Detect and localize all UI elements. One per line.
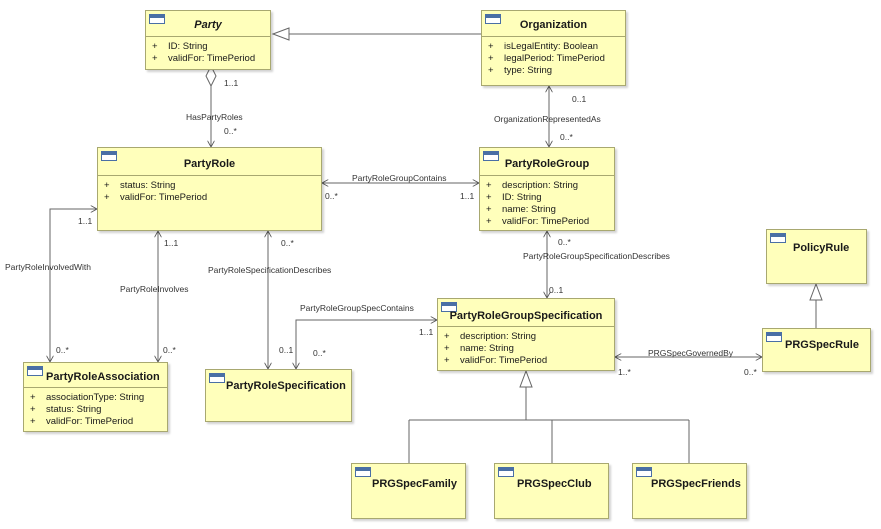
attribute: +status: String	[30, 404, 102, 415]
attribute: +name: String	[486, 204, 556, 215]
class-party[interactable]: Party +ID: String +validFor: TimePeriod	[145, 10, 271, 70]
attribute: +ID: String	[152, 41, 208, 52]
class-name: PRGSpecFriends	[651, 478, 741, 490]
class-policy-rule[interactable]: PolicyRule	[766, 229, 867, 284]
class-name: PolicyRule	[793, 242, 850, 254]
attribute: +ID: String	[486, 192, 542, 203]
class-party-role-group-specification[interactable]: PartyRoleGroupSpecification +description…	[437, 298, 615, 371]
class-prg-spec-friends[interactable]: PRGSpecFriends	[632, 463, 747, 519]
multiplicity: 0..*	[224, 126, 237, 136]
class-name: PartyRoleAssociation	[46, 371, 160, 383]
attribute: +type: String	[488, 65, 553, 76]
class-name: PartyRoleGroupSpecification	[449, 310, 603, 322]
multiplicity: 0..1	[279, 345, 294, 355]
class-party-role-specification[interactable]: PartyRoleSpecification	[205, 369, 352, 422]
class-name: PRGSpecFamily	[372, 478, 457, 490]
attribute: +status: String	[104, 180, 176, 191]
class-name: PartyRoleGroup	[504, 158, 590, 170]
multiplicity: 0..*	[313, 348, 326, 358]
multiplicity: 1..1	[164, 238, 179, 248]
class-icon	[766, 332, 782, 342]
association-label: PRGSpecGovernedBy	[648, 348, 734, 358]
class-icon	[209, 373, 225, 383]
multiplicity: 1..1	[224, 78, 239, 88]
class-icon	[355, 467, 371, 477]
attribute: +validFor: TimePeriod	[444, 355, 548, 366]
class-name: PRGSpecRule	[785, 339, 859, 351]
attribute: +name: String	[444, 343, 514, 354]
association-label: PartyRoleSpecificationDescribes	[208, 265, 332, 275]
class-prg-spec-rule[interactable]: PRGSpecRule	[762, 328, 871, 372]
association-label: PartyRoleInvolves	[120, 284, 189, 294]
class-icon	[441, 302, 457, 312]
class-icon	[149, 14, 165, 24]
multiplicity: 0..1	[549, 285, 564, 295]
attribute: +description: String	[486, 180, 579, 191]
class-party-role-group[interactable]: PartyRoleGroup +description: String +ID:…	[479, 147, 615, 231]
multiplicity: 0..*	[558, 237, 571, 247]
multiplicity: 1..1	[460, 191, 475, 201]
class-name: PartyRoleSpecification	[226, 380, 346, 392]
multiplicity: 0..*	[325, 191, 338, 201]
class-prg-spec-club[interactable]: PRGSpecClub	[494, 463, 609, 519]
class-icon	[485, 14, 501, 24]
class-name: Party	[194, 19, 222, 31]
class-icon	[636, 467, 652, 477]
class-party-role-association[interactable]: PartyRoleAssociation +associationType: S…	[23, 362, 168, 432]
attribute: +validFor: TimePeriod	[486, 216, 590, 227]
multiplicity: 0..1	[572, 94, 587, 104]
association-label: OrganizationRepresentedAs	[494, 114, 601, 124]
attribute: +validFor: TimePeriod	[30, 416, 134, 427]
class-icon	[498, 467, 514, 477]
multiplicity: 1..1	[78, 216, 93, 226]
attribute: +isLegalEntity: Boolean	[488, 41, 599, 52]
attribute: +associationType: String	[30, 392, 145, 403]
multiplicity: 0..*	[163, 345, 176, 355]
association-label: PartyRoleGroupSpecContains	[300, 303, 414, 313]
class-name: PartyRole	[183, 158, 236, 170]
class-name: PRGSpecClub	[517, 478, 592, 490]
class-prg-spec-family[interactable]: PRGSpecFamily	[351, 463, 466, 519]
attribute: +validFor: TimePeriod	[152, 53, 256, 64]
class-name: Organization	[519, 19, 588, 31]
class-icon	[483, 151, 499, 161]
class-icon	[770, 233, 786, 243]
multiplicity: 0..*	[56, 345, 69, 355]
multiplicity: 1..*	[618, 367, 631, 377]
association-label: PartyRoleInvolvedWith	[5, 262, 91, 272]
multiplicity: 0..*	[560, 132, 573, 142]
attribute: +description: String	[444, 331, 537, 342]
class-party-role[interactable]: PartyRole +status: String +validFor: Tim…	[97, 147, 322, 231]
multiplicity: 0..*	[744, 367, 757, 377]
association-label: HasPartyRoles	[186, 112, 243, 122]
association-label: PartyRoleGroupSpecificationDescribes	[523, 251, 670, 261]
multiplicity: 1..1	[419, 327, 434, 337]
class-icon	[101, 151, 117, 161]
association-label: PartyRoleGroupContains	[352, 173, 447, 183]
attribute: +legalPeriod: TimePeriod	[488, 53, 605, 64]
class-icon	[27, 366, 43, 376]
class-organization[interactable]: Organization +isLegalEntity: Boolean +le…	[481, 10, 626, 86]
multiplicity: 0..*	[281, 238, 294, 248]
attribute: +validFor: TimePeriod	[104, 192, 208, 203]
